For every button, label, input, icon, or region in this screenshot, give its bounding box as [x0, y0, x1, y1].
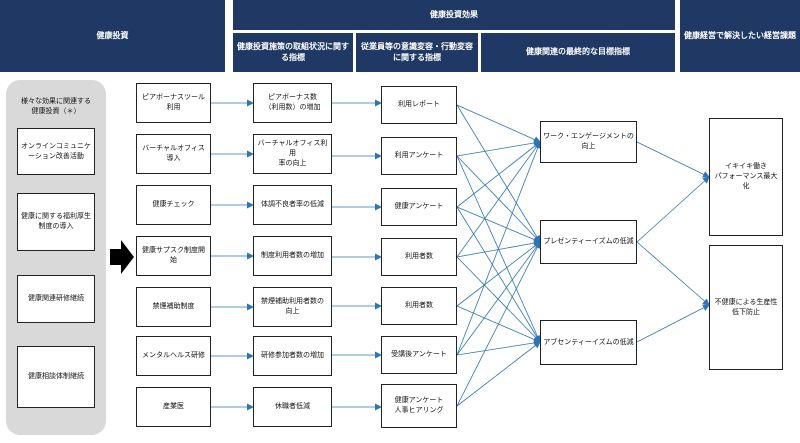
- panel-item-online-communication: オンラインコミュニケーション改善活動: [17, 128, 95, 175]
- header-effect-sub3-label: 健康関連の最終的な目標指標: [526, 47, 630, 57]
- header-health-investment: 健康投資: [0, 0, 225, 72]
- header-effect-sub2-label: 従業員等の意識変容・行動変容に関する指標: [361, 41, 473, 62]
- connector-arrow: [456, 141, 541, 208]
- measure-peer-bonus-tool: ピアボーナスツール利用: [136, 83, 211, 123]
- survey-usage-questionnaire: 利用アンケート: [381, 137, 457, 175]
- measure-health-check: 健康チェック: [136, 185, 211, 225]
- measure-occupational-physician: 産業医: [136, 387, 211, 427]
- issue-performance-maximization: イキイキ働き パフォーマンス最大化: [709, 118, 783, 236]
- indicator-system-users: 制度利用者数の増加: [253, 236, 332, 276]
- header-effect-sub1-label: 健康投資施策の取組状況に関する指標: [237, 41, 349, 62]
- panel-item-welfare-system: 健康に関する福利厚生制度の導入: [17, 193, 95, 251]
- survey-user-count-1: 利用者数: [381, 238, 457, 276]
- connector-arrow: [636, 304, 710, 343]
- indicator-quit-smoking-users: 禁煙補助利用者数の 向上: [253, 287, 332, 327]
- connector-arrow: [456, 241, 541, 356]
- connector-arrow: [456, 141, 541, 258]
- connector-arrow: [456, 206, 541, 243]
- goal-absenteeism: アブセンティーイズムの低減: [540, 320, 637, 365]
- issue-productivity-loss-prevention: 不健康による生産性 低下防止: [709, 245, 783, 370]
- panel-title: 様々な効果に関連する 健康投資（＊）: [21, 97, 91, 116]
- connector-arrow: [456, 341, 541, 407]
- indicator-leave-reduction: 休職者低減: [253, 387, 332, 427]
- measure-mental-health-training: メンタルヘルス研修: [136, 336, 211, 376]
- connector-arrow: [456, 139, 541, 157]
- goal-presenteeism: プレゼンティーイズムの低減: [540, 220, 637, 264]
- big-arrow-icon: [110, 240, 134, 274]
- connector-arrow: [636, 241, 710, 306]
- panel-item-health-consultation: 健康相談体制継続: [17, 346, 95, 408]
- connector-arrow: [456, 339, 541, 356]
- indicator-sick-rate: 体調不良者率の低減: [253, 185, 332, 225]
- connector-arrow: [636, 176, 710, 243]
- header-investment-effect: 健康投資効果: [233, 0, 675, 30]
- header-effect-sub2: 従業員等の意識変容・行動変容に関する指標: [356, 33, 478, 72]
- connector-arrow: [456, 141, 542, 356]
- connector-arrow: [456, 104, 541, 243]
- header-effect-sub1: 健康投資施策の取組状況に関する指標: [233, 33, 353, 72]
- connector-arrow: [636, 141, 710, 178]
- measure-virtual-office: バーチャルオフィス導入: [136, 134, 211, 174]
- survey-user-count-2: 利用者数: [381, 287, 457, 325]
- header-investment-effect-label: 健康投資効果: [430, 9, 478, 19]
- survey-usage-report: 利用レポート: [381, 86, 457, 124]
- connector-arrow: [456, 104, 541, 143]
- indicator-training-participants: 研修参加者数の増加: [253, 336, 332, 376]
- connector-arrow: [456, 241, 541, 407]
- header-business-issue: 健康経営で解決したい経営課題: [680, 0, 800, 72]
- survey-health-and-hr-interview: 健康アンケート 人事ヒアリング: [381, 384, 457, 428]
- connector-arrow: [456, 256, 541, 343]
- header-effect-sub3: 健康関連の最終的な目標指標: [481, 33, 675, 72]
- indicator-peer-bonus-count: ピアボーナス数 （利用数）の増加: [253, 83, 332, 123]
- indicator-virtual-office-usage: バーチャルオフィス利用 率の向上: [253, 134, 332, 174]
- survey-health-questionnaire: 健康アンケート: [381, 188, 457, 226]
- goal-work-engagement: ワーク・エンゲージメントの向上: [540, 121, 637, 163]
- header-health-investment-label: 健康投資: [96, 30, 129, 40]
- measure-health-subscription: 健康サプスク制度開始: [136, 236, 211, 276]
- connector-arrow: [456, 241, 541, 307]
- panel-item-health-training: 健康関連研修継続: [17, 275, 95, 323]
- survey-post-training-questionnaire: 受講後アンケート: [381, 336, 457, 374]
- header-business-issue-label: 健康経営で解決したい経営課題: [684, 30, 796, 40]
- measure-quit-smoking-support: 禁煙補助制度: [136, 287, 211, 327]
